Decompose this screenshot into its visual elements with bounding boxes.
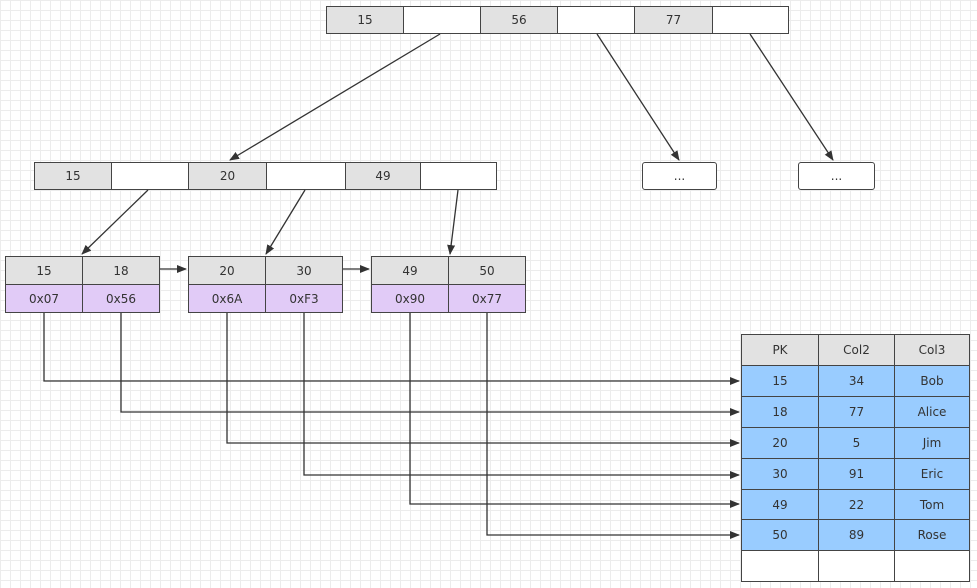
collapsed-node: ... — [798, 162, 875, 190]
table-cell: Eric — [894, 458, 970, 490]
address-to-row-arrow — [303, 313, 740, 479]
address-to-row-arrow — [120, 313, 740, 416]
leaf-address: 0x6A — [188, 284, 266, 313]
internal-pointer-slot — [266, 162, 346, 190]
root-to-collapsed-arrow — [596, 33, 680, 161]
leaf-address: 0xF3 — [265, 284, 343, 313]
table-cell: 5 — [818, 427, 895, 459]
table-empty-cell — [818, 550, 895, 582]
address-to-row-arrow — [409, 313, 740, 508]
table-empty-cell — [894, 550, 970, 582]
address-to-row-arrow — [43, 313, 740, 385]
collapsed-node: ... — [642, 162, 717, 190]
root-to-collapsed-arrow — [749, 33, 834, 161]
internal-pointer-slot — [420, 162, 497, 190]
leaf-address: 0x56 — [82, 284, 160, 313]
table-cell: 91 — [818, 458, 895, 490]
root-key-15: 15 — [326, 6, 404, 34]
internal-to-leaf-arrow — [265, 189, 306, 255]
internal-pointer-slot — [111, 162, 189, 190]
table-cell: 20 — [741, 427, 819, 459]
leaf-address: 0x90 — [371, 284, 449, 313]
leaf-key: 20 — [188, 256, 266, 285]
leaf-key: 30 — [265, 256, 343, 285]
internal-to-leaf-arrow — [81, 189, 149, 255]
leaf-address: 0x77 — [448, 284, 526, 313]
address-to-row-arrow — [486, 313, 740, 539]
root-pointer-slot — [712, 6, 789, 34]
root-key-77: 77 — [634, 6, 713, 34]
root-pointer-slot — [403, 6, 481, 34]
table-header-col3: Col3 — [894, 334, 970, 366]
table-cell: Bob — [894, 365, 970, 397]
internal-to-leaf-arrow — [447, 189, 459, 255]
table-empty-cell — [741, 550, 819, 582]
table-cell: 77 — [818, 396, 895, 428]
leaf-key: 15 — [5, 256, 83, 285]
internal-key-15: 15 — [34, 162, 112, 190]
leaf-address: 0x07 — [5, 284, 83, 313]
table-cell: Jim — [894, 427, 970, 459]
internal-key-49: 49 — [345, 162, 421, 190]
root-pointer-slot — [557, 6, 635, 34]
address-to-row-arrow — [226, 313, 740, 447]
root-to-internal-arrow — [229, 33, 441, 161]
